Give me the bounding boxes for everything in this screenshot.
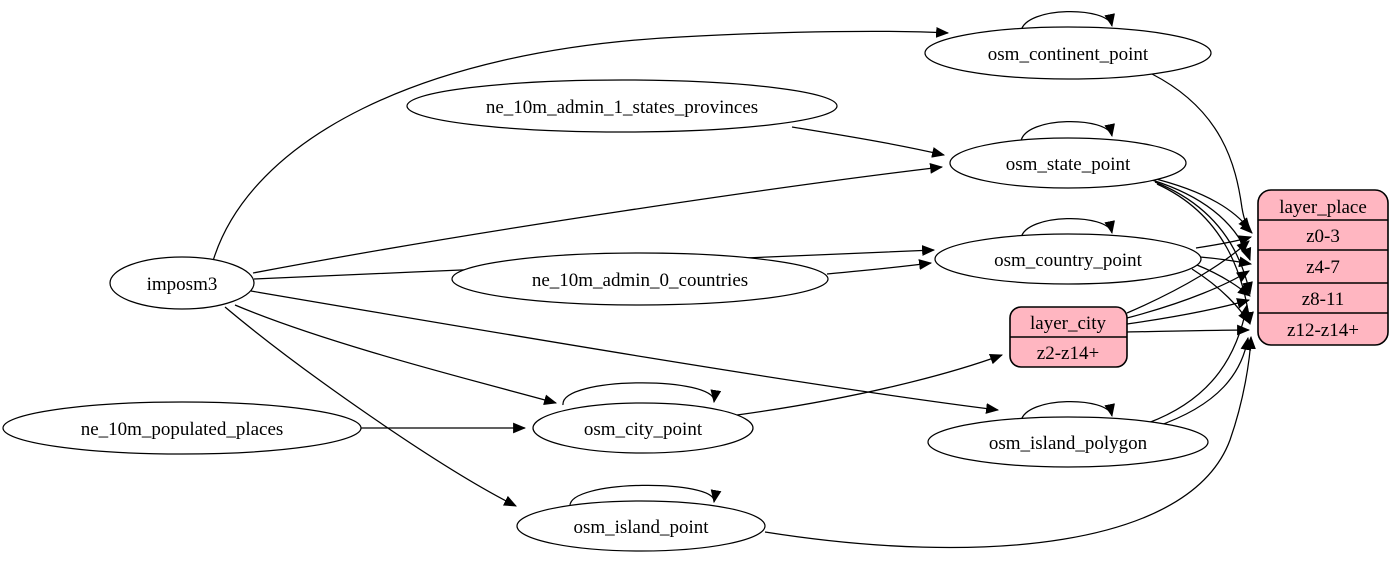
imposm3-shape (109, 256, 255, 310)
node-layer_place: layer_place z0-3 z4-7 z8-11 z12-z14+ (1257, 189, 1389, 346)
edge-osm_state_point-z8-11 (1154, 181, 1253, 296)
layer_city-row-z2-z14: z2-z14+ (1037, 343, 1099, 364)
edge-osm_island_point-z12-z14 (764, 335, 1256, 549)
node-layer_city: layer_city z2-z14+ (1009, 306, 1128, 368)
ne_10m_admin_0_countries-label: ne_10m_admin_0_countries (532, 270, 748, 291)
node-ne_10m_populated_places: ne_10m_populated_places (2, 401, 362, 455)
layer_place-row-z0-3: z0-3 (1306, 226, 1340, 247)
edge-imposm3-osm_city_point (234, 304, 558, 406)
edge-ne_10m_admin_0_countries-osm_country_point (826, 259, 933, 275)
layer_place-row-z12-z14: z12-z14+ (1287, 320, 1359, 341)
edge-osm_island_polygon-z8-11 (1147, 303, 1251, 424)
edge-layer_city-z4-7 (1126, 270, 1250, 319)
selfloop-osm_city_point (562, 382, 722, 406)
osm_city_point-shape (532, 402, 754, 454)
ne_10m_populated_places-label: ne_10m_populated_places (81, 419, 284, 440)
edge-layer_city-z8-11 (1126, 298, 1251, 325)
node-osm_country_point: osm_country_point (934, 233, 1202, 285)
edge-layer_city-z12-z14 (1126, 324, 1251, 336)
layer_place-title: layer_place (1279, 197, 1367, 218)
ne_10m_populated_places-shape (2, 401, 362, 455)
ne_10m_admin_0_countries-shape (451, 252, 829, 306)
selfloop-osm_state_point (1020, 121, 1115, 142)
layer_place-row-z4-7: z4-7 (1306, 257, 1340, 278)
selfloop-osm_continent_point (1020, 11, 1115, 32)
osm_island_point-shape (516, 500, 766, 552)
edge-osm_country_point-z0-3 (1195, 235, 1253, 249)
ne_10m_admin_1_states_provinces-shape (406, 79, 838, 133)
osm_island_polygon-label: osm_island_polygon (989, 433, 1148, 454)
edge-ne_10m_admin_1_states_provinces-osm_state_point (791, 126, 946, 158)
edge-osm_country_point-z12-z14 (1191, 268, 1250, 324)
selfloop-osm_country_point (1020, 218, 1115, 239)
layer_place-box (1257, 189, 1389, 346)
node-osm_island_polygon: osm_island_polygon (927, 416, 1209, 468)
osm_city_point-label: osm_city_point (584, 419, 703, 440)
node-osm_continent_point: osm_continent_point (924, 26, 1212, 80)
ne_10m_admin_1_states_provinces-label: ne_10m_admin_1_states_provinces (486, 97, 758, 118)
node-ne_10m_admin_1_states_provinces: ne_10m_admin_1_states_provinces (406, 79, 838, 133)
edges (212, 11, 1256, 549)
edge-imposm3-osm_island_polygon (250, 290, 1000, 414)
edge-imposm3-osm_continent_point (212, 26, 950, 262)
osm_state_point-label: osm_state_point (1006, 154, 1131, 175)
node-osm_state_point: osm_state_point (949, 137, 1187, 189)
layer_place-row-z8-11: z8-11 (1302, 289, 1345, 310)
edge-osm_country_point-z8-11 (1196, 264, 1251, 297)
edge-osm_country_point-z4-7 (1199, 256, 1253, 268)
edge-osm_city_point-layer_city (736, 354, 1004, 416)
node-osm_island_point: osm_island_point (516, 500, 766, 552)
selfloop-osm_island_polygon (1020, 401, 1115, 422)
osm_continent_point-shape (924, 26, 1212, 80)
edge-layer_city-z0-3 (1126, 240, 1250, 314)
osm_island_point-label: osm_island_point (573, 517, 709, 538)
osm_island_polygon-shape (927, 416, 1209, 468)
osm_state_point-shape (949, 137, 1187, 189)
edge-osm_island_polygon-z12-z14 (1154, 336, 1252, 428)
imposm3-label: imposm3 (147, 274, 218, 295)
edge-imposm3-osm_island_point (224, 306, 517, 507)
osm_country_point-label: osm_country_point (994, 250, 1142, 271)
layer_city-title: layer_city (1030, 313, 1106, 334)
node-ne_10m_admin_0_countries: ne_10m_admin_0_countries (451, 252, 829, 306)
node-osm_city_point: osm_city_point (532, 402, 754, 454)
edge-osm_state_point-z0-3 (1147, 176, 1251, 231)
node-imposm3: imposm3 (109, 256, 255, 310)
osm_continent_point-label: osm_continent_point (988, 44, 1149, 65)
osm_country_point-shape (934, 233, 1202, 285)
edge-imposm3-osm_state_point (252, 163, 944, 274)
selfloop-osm_island_point (569, 484, 722, 508)
